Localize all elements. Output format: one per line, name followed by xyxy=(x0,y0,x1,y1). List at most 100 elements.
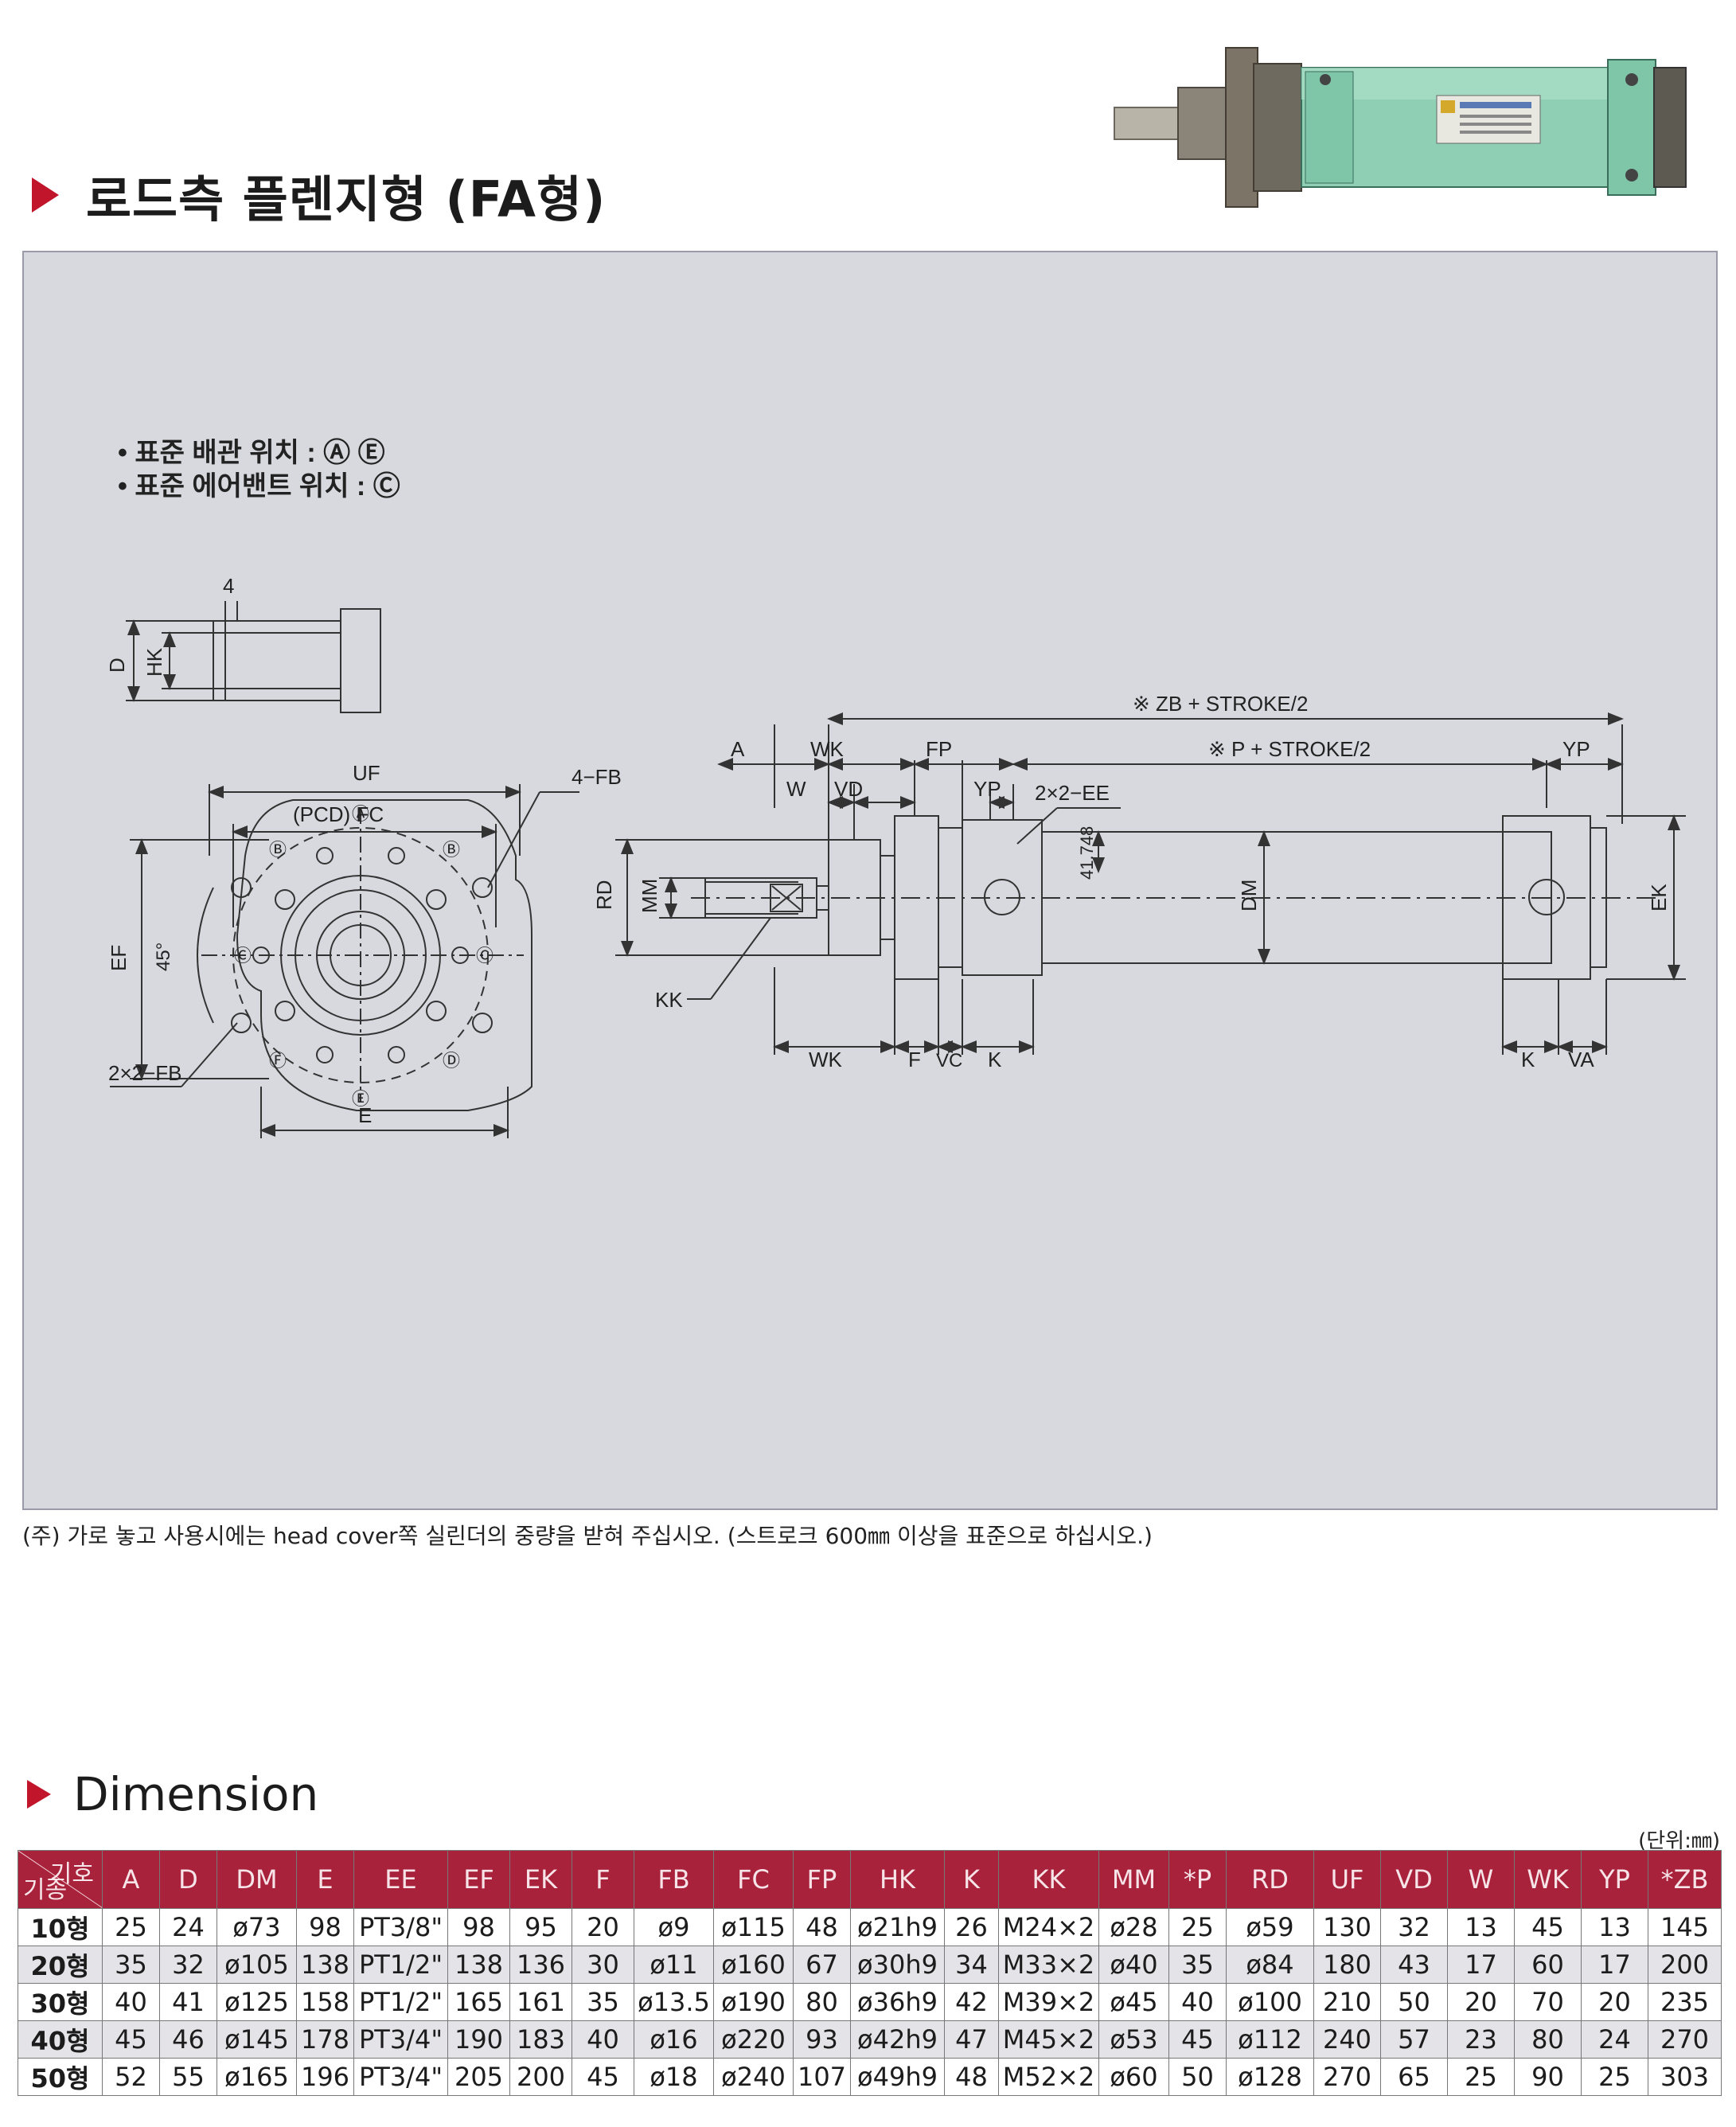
pos-B-left: Ⓑ xyxy=(269,840,287,860)
table-cell: 40 xyxy=(102,1983,160,2021)
column-header: D xyxy=(159,1850,217,1909)
label-VC: VC xyxy=(936,1050,962,1071)
table-cell: 20 xyxy=(572,1908,634,1946)
label-W: W xyxy=(786,777,806,801)
table-cell: 26 xyxy=(944,1908,999,1946)
table-cell: 45 xyxy=(1514,1908,1582,1946)
table-cell: ø112 xyxy=(1226,2020,1314,2059)
table-cell: 17 xyxy=(1581,1946,1648,1984)
column-header: UF xyxy=(1313,1850,1381,1909)
table-cell: 200 xyxy=(509,2058,572,2096)
table-cell: 41 xyxy=(159,1983,217,2021)
label-ZB: ※ ZB + STROKE/2 xyxy=(1133,692,1308,716)
label-EK: EK xyxy=(1647,884,1671,911)
label-4FB: 4−FB xyxy=(572,765,622,789)
column-header: E xyxy=(296,1850,354,1909)
table-corner-cell: 기호 기종 xyxy=(18,1850,103,1909)
column-header: EK xyxy=(509,1850,572,1909)
table-cell: ø190 xyxy=(713,1983,794,2021)
table-cell: ø60 xyxy=(1098,2058,1169,2096)
table-cell: 205 xyxy=(447,2058,510,2096)
label-VA: VA xyxy=(1568,1048,1594,1071)
label-2x2EE: 2×2−EE xyxy=(1035,781,1110,805)
table-cell: 235 xyxy=(1648,1983,1722,2021)
table-cell: 52 xyxy=(102,2058,160,2096)
table-cell: 161 xyxy=(509,1983,572,2021)
table-cell: 17 xyxy=(1447,1946,1515,1984)
table-cell: ø128 xyxy=(1226,2058,1314,2096)
column-header: KK xyxy=(998,1850,1099,1909)
pos-E: Ⓔ xyxy=(352,1089,369,1109)
table-cell: 35 xyxy=(572,1983,634,2021)
table-cell: 145 xyxy=(1648,1908,1722,1946)
column-header: FB xyxy=(634,1850,714,1909)
corner-label-symbol: 기호 xyxy=(49,1860,94,1888)
column-header: W xyxy=(1447,1850,1515,1909)
dimension-title-block: Dimension xyxy=(27,1766,318,1823)
table-cell: 32 xyxy=(159,1946,217,1984)
row-model-cell: 20형 xyxy=(18,1946,103,1984)
column-header: FP xyxy=(793,1850,851,1909)
side-view xyxy=(615,712,1686,1055)
table-cell: PT3/8" xyxy=(353,1908,448,1946)
label-F: F xyxy=(908,1048,921,1071)
port-label-4: 4 xyxy=(223,574,234,598)
drawing-panel xyxy=(22,251,1718,1510)
table-cell: 30 xyxy=(572,1946,634,1984)
title-bullet-icon xyxy=(32,178,59,213)
label-MM: MM xyxy=(638,879,661,913)
table-cell: 35 xyxy=(1168,1946,1227,1984)
table-cell: 50 xyxy=(1380,1983,1448,2021)
table-cell: M24×2 xyxy=(998,1908,1099,1946)
table-cell: 65 xyxy=(1380,2058,1448,2096)
port-detail-view xyxy=(126,601,381,713)
column-header: YP xyxy=(1581,1850,1648,1909)
table-cell: 35 xyxy=(102,1946,160,1984)
note-air-vent: • 표준 에어밴트 위치 : Ⓒ xyxy=(118,471,400,502)
table-cell: ø49h9 xyxy=(850,2058,945,2096)
table-cell: ø42h9 xyxy=(850,2020,945,2059)
table-cell: 20 xyxy=(1581,1983,1648,2021)
label-P: ※ P + STROKE/2 xyxy=(1208,737,1371,761)
label-45deg: 45° xyxy=(153,943,174,971)
table-cell: 138 xyxy=(447,1946,510,1984)
table-cell: 48 xyxy=(944,2058,999,2096)
table-cell: 43 xyxy=(1380,1946,1448,1984)
column-header: FC xyxy=(713,1850,794,1909)
table-cell: ø125 xyxy=(217,1983,297,2021)
label-YP-right: YP xyxy=(1562,737,1590,761)
table-cell: M45×2 xyxy=(998,2020,1099,2059)
table-cell: PT1/2" xyxy=(353,1983,448,2021)
table-cell: 47 xyxy=(944,2020,999,2059)
table-cell: ø40 xyxy=(1098,1946,1169,1984)
table-cell: 180 xyxy=(1313,1946,1381,1984)
table-cell: 23 xyxy=(1447,2020,1515,2059)
table-cell: 80 xyxy=(793,1983,851,2021)
table-cell: ø11 xyxy=(634,1946,714,1984)
pos-F: Ⓕ xyxy=(269,1051,287,1071)
table-cell: 95 xyxy=(509,1908,572,1946)
table-cell: 42 xyxy=(944,1983,999,2021)
page-title-block: 로드측 플렌지형 (FA형) xyxy=(32,159,606,231)
label-WK-bottom: WK xyxy=(809,1048,843,1071)
column-header: F xyxy=(572,1850,634,1909)
row-model-cell: 40형 xyxy=(18,2020,103,2059)
label-VD: VD xyxy=(834,777,863,801)
table-cell: ø28 xyxy=(1098,1908,1169,1946)
table-cell: 178 xyxy=(296,2020,354,2059)
table-cell: 107 xyxy=(793,2058,851,2096)
table-cell: ø220 xyxy=(713,2020,794,2059)
table-cell: 183 xyxy=(509,2020,572,2059)
table-cell: 45 xyxy=(1168,2020,1227,2059)
table-cell: 138 xyxy=(296,1946,354,1984)
table-cell: 200 xyxy=(1648,1946,1722,1984)
pos-B-right: Ⓑ xyxy=(443,840,460,860)
table-cell: 20 xyxy=(1447,1983,1515,2021)
table-cell: ø9 xyxy=(634,1908,714,1946)
table-cell: 55 xyxy=(159,2058,217,2096)
table-cell: 48 xyxy=(793,1908,851,1946)
table-cell: ø21h9 xyxy=(850,1908,945,1946)
